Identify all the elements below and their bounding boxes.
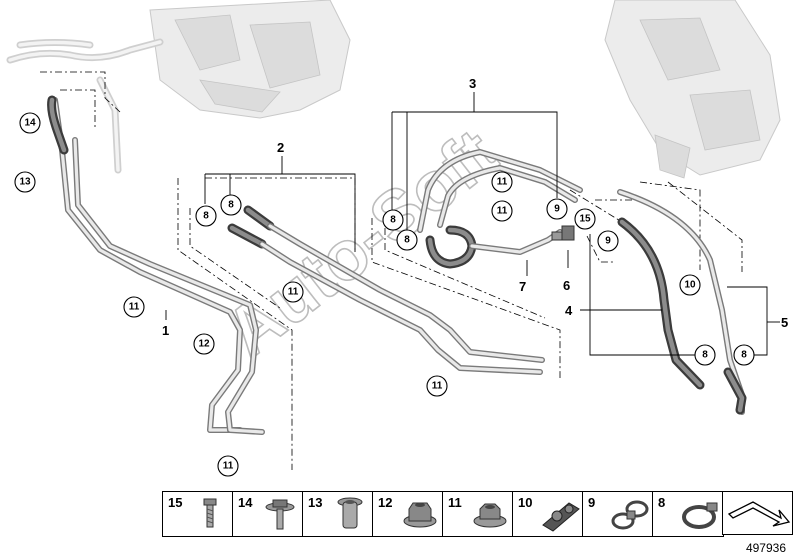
rivet-nut-icon <box>337 497 363 529</box>
callout-8-b: 8 <box>220 194 242 216</box>
callout-9-b: 9 <box>597 230 619 252</box>
transmission-ghost <box>604 0 781 179</box>
part-number: 10 <box>518 495 533 510</box>
hose-assembly-4 <box>617 217 705 390</box>
orientation-arrow-cell <box>722 491 793 535</box>
part-15-cell[interactable]: 15 <box>163 492 233 536</box>
part-14-cell[interactable]: 14 <box>233 492 303 536</box>
svg-text:12: 12 <box>198 339 210 350</box>
hose-assembly-5 <box>617 189 747 415</box>
svg-text:11: 11 <box>223 461 234 472</box>
flange-bolt-icon <box>265 499 295 530</box>
pipe-assembly-1 <box>47 95 265 435</box>
callout-11-c: 11 <box>491 171 513 193</box>
callout-8-e: 8 <box>694 344 716 366</box>
svg-text:11: 11 <box>497 206 508 217</box>
part-10-cell[interactable]: 10 <box>513 492 583 536</box>
callout-11-d: 11 <box>491 200 513 222</box>
diagram-reference-number: 497936 <box>745 541 786 555</box>
part-number: 13 <box>308 495 323 510</box>
callout-11-e: 11 <box>426 375 448 397</box>
collar-nut-icon <box>403 502 437 528</box>
callout-15: 15 <box>574 208 596 230</box>
leader-lines <box>165 92 780 356</box>
label-5: 5 <box>781 315 788 330</box>
hex-nut-icon <box>473 503 507 528</box>
callout-14: 14 <box>19 112 41 134</box>
parts-legend: 15 14 13 12 11 <box>162 491 724 537</box>
orientation-arrow-icon <box>727 501 791 527</box>
hose-assembly-3 <box>417 149 583 269</box>
svg-text:8: 8 <box>228 200 234 211</box>
svg-text:11: 11 <box>432 381 443 392</box>
svg-text:15: 15 <box>579 214 591 225</box>
hose-clamp-icon <box>682 502 718 529</box>
svg-text:8: 8 <box>390 215 396 226</box>
label-1: 1 <box>162 323 169 338</box>
pipe-clip-icon <box>542 502 580 532</box>
label-4: 4 <box>565 303 573 318</box>
part-8-cell[interactable]: 8 <box>653 492 723 536</box>
part-number: 8 <box>658 495 666 510</box>
label-6: 6 <box>563 278 570 293</box>
svg-text:14: 14 <box>24 118 36 129</box>
callout-13: 13 <box>14 171 36 193</box>
svg-text:9: 9 <box>605 236 611 247</box>
callout-11-b: 11 <box>282 281 304 303</box>
callout-8-f: 8 <box>733 344 755 366</box>
part-number: 14 <box>238 495 253 510</box>
svg-text:11: 11 <box>288 287 299 298</box>
bolt-icon <box>203 498 217 528</box>
part-number: 9 <box>588 495 596 510</box>
label-3: 3 <box>469 76 476 91</box>
pipe-assembly-2 <box>227 205 545 375</box>
part-12-cell[interactable]: 12 <box>373 492 443 536</box>
callout-12: 12 <box>193 333 215 355</box>
svg-text:13: 13 <box>19 177 31 188</box>
callout-11-f: 11 <box>217 455 239 477</box>
part-number: 15 <box>168 495 183 510</box>
group-outlines <box>40 71 743 470</box>
engine-ghost <box>6 0 351 174</box>
svg-text:11: 11 <box>129 302 140 313</box>
svg-text:8: 8 <box>203 211 209 222</box>
part-9-cell[interactable]: 9 <box>583 492 653 536</box>
svg-text:8: 8 <box>702 350 708 361</box>
part-number: 11 <box>448 495 462 510</box>
callout-10: 10 <box>679 274 701 296</box>
svg-text:9: 9 <box>554 204 560 215</box>
callout-11-a: 11 <box>123 296 145 318</box>
label-2: 2 <box>277 140 284 155</box>
part-number: 12 <box>378 495 393 510</box>
callout-8-a: 8 <box>195 205 217 227</box>
callout-8-c: 8 <box>382 209 404 231</box>
bracket-part <box>551 225 575 241</box>
svg-text:8: 8 <box>741 350 747 361</box>
label-7: 7 <box>519 279 526 294</box>
callout-9-a: 9 <box>546 198 568 220</box>
svg-text:11: 11 <box>497 177 508 188</box>
part-13-cell[interactable]: 13 <box>303 492 373 536</box>
svg-text:8: 8 <box>404 235 410 246</box>
svg-text:10: 10 <box>684 280 696 291</box>
callout-8-d: 8 <box>396 229 418 251</box>
part-11-cell[interactable]: 11 <box>443 492 513 536</box>
double-hose-clamp-icon <box>611 500 649 530</box>
